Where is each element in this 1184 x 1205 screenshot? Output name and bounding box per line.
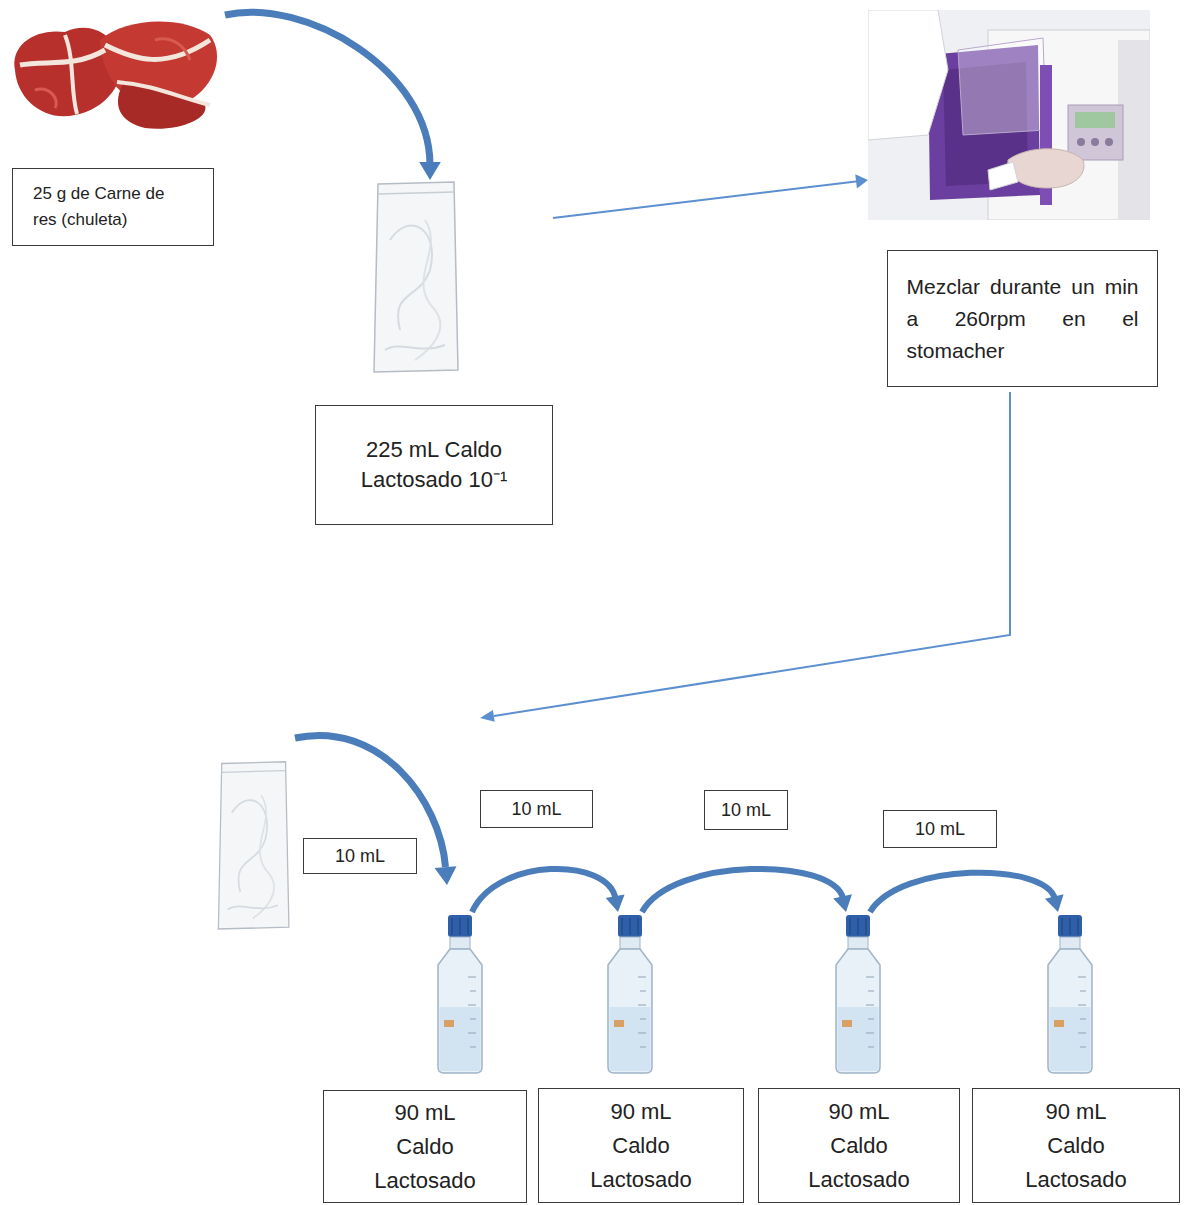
arrow-head [480,710,495,722]
volume-label: 10 mL [704,790,788,830]
bottle-picture [828,915,888,1075]
text-frame: 90 mL Caldo Lactosado [758,1088,960,1203]
volume-label: 10 mL [303,838,417,874]
bottle-picture [430,915,490,1075]
flow-arrow [472,869,625,912]
flow-line [494,392,1010,716]
flow-arrow [870,873,1064,912]
box-text: 25 g de Carne de res (chuleta) [33,181,183,233]
bag-picture [370,180,460,375]
arrow-head [435,866,457,885]
box-text: 90 mL Caldo Lactosado [1020,1095,1132,1197]
step-box: Mezclar durante un min a 260rpm en el st… [868,10,1158,387]
arrow-head [833,894,852,912]
box-text: Mezclar durante un min a 260rpm en el st… [907,271,1139,367]
arrow-line [870,873,1055,912]
flow-arrow [642,869,852,912]
bottle-picture [600,915,660,1075]
arrow-line [642,869,843,912]
text-frame: 90 mL Caldo Lactosado [538,1088,744,1203]
box-text: 90 mL Caldo Lactosado [585,1095,697,1197]
dilution-box: 90 mL Caldo Lactosado [538,912,744,1203]
arrow-line [553,181,858,218]
arrow-head [419,162,441,180]
text-frame: 25 g de Carne de res (chuleta) [12,168,214,246]
arrow-head [1045,894,1064,912]
text-frame: 90 mL Caldo Lactosado [972,1088,1180,1203]
arrow-head [855,174,868,188]
arrow-head [606,895,625,912]
arrow-line [472,869,616,912]
box-text: 90 mL Caldo Lactosado [803,1095,915,1197]
text-frame: 225 mL Caldo Lactosado 10⁻¹ [315,405,553,525]
bottle-picture [1040,915,1100,1075]
bag-picture [218,762,289,929]
stomacher-picture [868,10,1150,220]
text-frame: 90 mL Caldo Lactosado [323,1090,527,1203]
text-frame: Mezclar durante un min a 260rpm en el st… [887,250,1158,387]
box-text: 225 mL Caldo Lactosado 10⁻¹ [347,435,522,495]
dilution-box: 90 mL Caldo Lactosado [972,912,1180,1203]
meat-picture [5,10,225,135]
volume-label: 10 mL [480,790,593,828]
arrow-line [225,12,430,164]
box-text: 90 mL Caldo Lactosado [369,1096,481,1198]
dilution-box: 90 mL Caldo Lactosado [323,912,527,1203]
dilution-box: 90 mL Caldo Lactosado [758,912,960,1203]
step-box: 25 g de Carne de res (chuleta) [5,10,225,246]
flow-arrow [553,174,868,218]
volume-label: 10 mL [883,810,997,848]
flow-arrow [225,12,441,180]
step-box: 225 mL Caldo Lactosado 10⁻¹ [315,180,553,525]
